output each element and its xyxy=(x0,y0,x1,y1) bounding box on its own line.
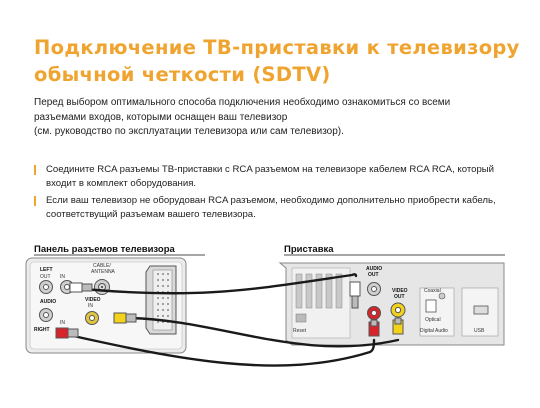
tv-cable-label: CABLE/ xyxy=(93,263,111,269)
tv-video-label: VIDEO xyxy=(85,297,101,303)
instruction-2-line-2: соответствущий разъемам вашего телевизор… xyxy=(46,208,256,220)
box-coaxial-label: Coaxial xyxy=(424,288,441,294)
box-video-out-label: VIDEO xyxy=(392,288,408,294)
tv-video-in-label: IN xyxy=(88,303,93,309)
tv-antenna-jack xyxy=(94,279,110,295)
box-video-out-jack xyxy=(390,302,406,318)
instruction-2-line-1: Если ваш телевизор не оборудован RCA раз… xyxy=(46,195,496,206)
box-audio-right-jack xyxy=(367,306,381,320)
instruction-item: Если ваш телевизор не оборудован RCA раз… xyxy=(34,194,524,221)
intro-line-1: Перед выбором оптимального способа подкл… xyxy=(34,97,451,108)
reset-button-shape xyxy=(295,313,307,323)
box-video-out-label-2: OUT xyxy=(394,294,405,300)
box-usb-label: USB xyxy=(474,328,485,334)
scart-connector xyxy=(145,265,177,335)
intro-line-2: разъемами входов, которыми оснащен ваш т… xyxy=(34,111,288,123)
box-reset-label: Reset xyxy=(293,328,307,334)
tv-side-plugs xyxy=(55,282,137,339)
intro-line-3: (см. руководство по эксплуатации телевиз… xyxy=(34,126,344,137)
white-cable xyxy=(70,273,358,295)
instruction-item: Соедините RCA разъемы ТВ-приставки с RCA… xyxy=(34,163,524,190)
intro-text: Перед выбором оптимального способа подкл… xyxy=(34,96,524,140)
optical-port-shape xyxy=(425,299,437,313)
bullet-mark xyxy=(34,196,36,206)
tv-in3-label: IN xyxy=(60,320,65,326)
coaxial-port-shape xyxy=(438,292,446,300)
box-side-plugs xyxy=(349,281,404,337)
tv-video-in-jack xyxy=(85,311,99,325)
box-audio-left-jack xyxy=(367,282,381,296)
box-optical-label: Optical xyxy=(425,317,441,323)
tv-antenna-label: ANTENNA xyxy=(91,269,116,275)
tv-panel-label: Панель разъемов телевизора xyxy=(34,244,175,255)
bullet-mark xyxy=(34,165,36,175)
instruction-1-line-2: входит в комплект оборудования. xyxy=(46,177,197,189)
tv-in-label: IN xyxy=(60,274,65,280)
yellow-cable xyxy=(128,316,400,348)
tv-panel: LEFT OUT IN CABLE/ ANTENNA AUDIO VIDEO I… xyxy=(25,257,187,354)
box-audio-out-label: AUDIO xyxy=(366,266,382,272)
title-line-2: обычной четкости (SDTV) xyxy=(34,63,331,86)
box-audio-out-label-2: OUT xyxy=(368,272,379,278)
tv-left-label: LEFT xyxy=(40,267,53,273)
box-digital-audio-label: Digital Audio xyxy=(420,328,448,334)
instruction-1-line-1: Соедините RCA разъемы ТВ-приставки с RCA… xyxy=(46,164,495,175)
tv-audio-left-out-jack xyxy=(39,280,53,294)
title-line-1: Подключение ТВ-приставки к телевизору xyxy=(34,36,520,59)
usb-port-shape xyxy=(473,305,489,315)
rca-cables xyxy=(58,273,400,367)
settop-box-label: Приставка xyxy=(284,244,334,255)
tv-right-label: RIGHT xyxy=(34,327,50,333)
red-cable xyxy=(58,331,376,367)
instructions-list: Соедините RCA разъемы ТВ-приставки с RCA… xyxy=(34,163,524,225)
page-title: Подключение ТВ-приставки к телевизору об… xyxy=(34,34,524,88)
tv-out-label: OUT xyxy=(40,274,51,280)
settop-box-panel: Reset AUDIO OUT VIDEO OUT Coaxial Optica… xyxy=(278,262,505,346)
tv-audio-label: AUDIO xyxy=(40,299,56,305)
tv-audio-right-out-jack xyxy=(39,308,53,322)
